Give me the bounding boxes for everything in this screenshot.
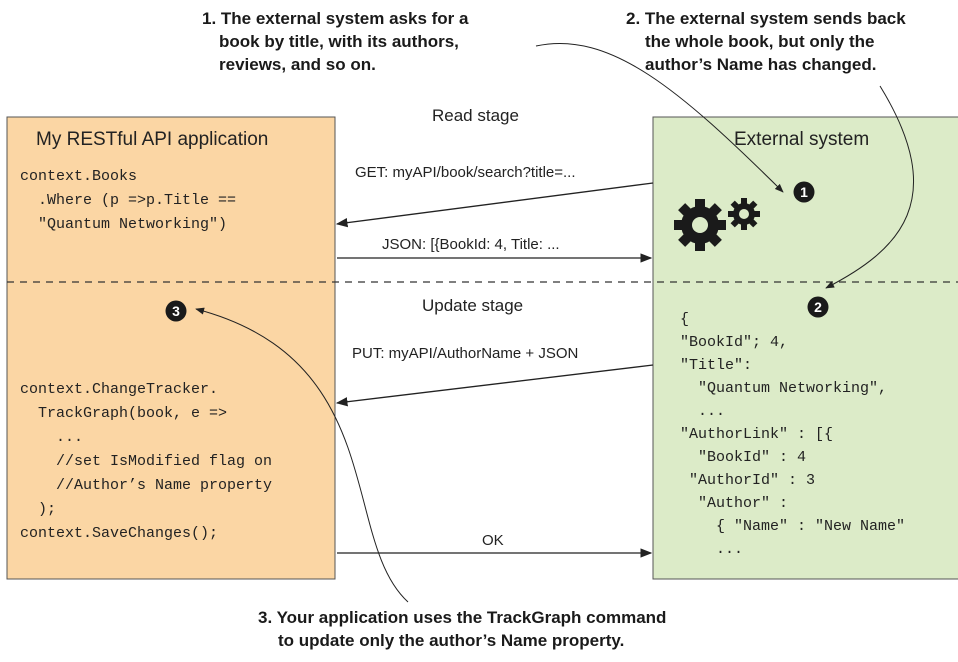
svg-text:"BookId" : 4: "BookId" : 4 [680,449,806,466]
gear-icon [674,198,760,251]
svg-text:{ "Name" : "New Name": { "Name" : "New Name" [680,518,905,535]
svg-text:the whole book, but only the: the whole book, but only the [645,32,875,51]
svg-text:"AuthorLink" : [{: "AuthorLink" : [{ [680,426,833,443]
svg-text:"BookId"; 4,: "BookId"; 4, [680,334,788,351]
svg-text:...: ... [20,429,83,446]
badge-2: 2 [807,296,829,318]
json-code-block: { "BookId"; 4, "Title": "Quantum Network… [680,311,905,558]
svg-text:3. Your application uses the T: 3. Your application uses the TrackGraph … [258,608,666,627]
svg-text:"AuthorId" : 3: "AuthorId" : 3 [680,472,815,489]
json-response-arrow: JSON: [{BookId: 4, Title: ... [337,236,653,263]
svg-text:2: 2 [814,299,822,315]
svg-text:OK: OK [482,532,504,549]
read-stage-label: Read stage [432,106,519,125]
svg-text:author’s Name has changed.: author’s Name has changed. [645,55,876,74]
badge-3: 3 [165,300,187,322]
callout-2: 2. The external system sends back the wh… [626,9,906,74]
svg-text:context.ChangeTracker.: context.ChangeTracker. [20,381,218,398]
svg-text:GET: myAPI/book/search?title=.: GET: myAPI/book/search?title=... [355,164,576,181]
get-request-arrow: GET: myAPI/book/search?title=... [335,164,654,228]
svg-text:context.Books: context.Books [20,168,137,185]
svg-text:);: ); [20,501,56,518]
svg-text:3: 3 [172,303,180,319]
svg-text:2. The external system sends b: 2. The external system sends back [626,9,906,28]
svg-text:"Quantum Networking",: "Quantum Networking", [680,380,887,397]
svg-text:TrackGraph(book, e =>: TrackGraph(book, e => [20,405,227,422]
svg-text:...: ... [680,403,725,420]
svg-text:.Where (p =>p.Title ==: .Where (p =>p.Title == [20,192,236,209]
callout-3-leader [195,307,409,603]
svg-text:{: { [680,311,689,328]
callout-2-leader [825,85,914,289]
svg-text:PUT: myAPI/AuthorName + JSON: PUT: myAPI/AuthorName + JSON [352,345,578,362]
svg-text:1: 1 [800,184,808,200]
right-panel-title: External system [734,129,869,150]
read-code-block: context.Books .Where (p =>p.Title == "Qu… [20,168,236,233]
update-stage-label: Update stage [422,296,523,315]
svg-text:to update only the author’s Na: to update only the author’s Name propert… [278,631,624,650]
badge-1: 1 [793,181,815,203]
svg-text:...: ... [680,541,743,558]
svg-text:reviews, and so on.: reviews, and so on. [219,55,376,74]
svg-text:"Quantum Networking"): "Quantum Networking") [20,216,227,233]
left-panel [6,116,336,580]
svg-text:1. The external system asks fo: 1. The external system asks for a [202,9,469,28]
svg-text:context.SaveChanges();: context.SaveChanges(); [20,525,218,542]
svg-text://Author’s Name property: //Author’s Name property [20,477,272,494]
callout-3: 3. Your application uses the TrackGraph … [258,608,666,650]
svg-text:book by title, with its author: book by title, with its authors, [219,32,459,51]
update-code-block: context.ChangeTracker. TrackGraph(book, … [20,381,272,542]
put-request-arrow: PUT: myAPI/AuthorName + JSON [335,345,654,407]
callout-1-leader [535,42,784,193]
svg-text://set IsModified flag on: //set IsModified flag on [20,453,272,470]
callout-1: 1. The external system asks for a book b… [202,9,469,74]
svg-text:JSON: [{BookId: 4, Title: ...: JSON: [{BookId: 4, Title: ... [382,236,560,253]
svg-text:"Author" :: "Author" : [680,495,788,512]
ok-response-arrow: OK [337,532,653,558]
svg-text:"Title":: "Title": [680,357,752,374]
left-panel-title: My RESTful API application [36,129,268,150]
